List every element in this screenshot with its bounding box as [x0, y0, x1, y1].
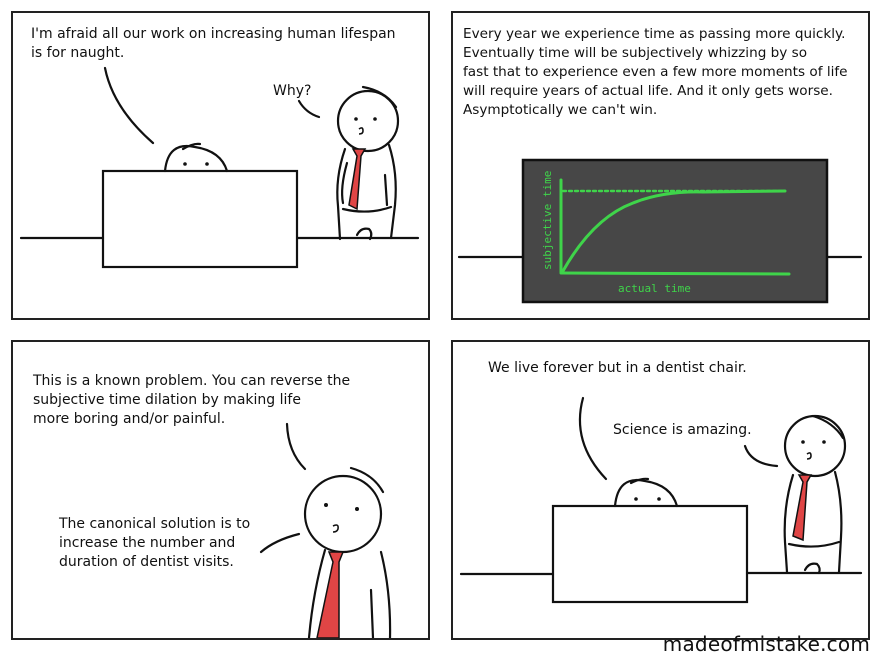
curve — [561, 189, 787, 273]
comic-panel-3: This is a known problem. You can reverse… — [11, 340, 430, 640]
man-body — [336, 147, 347, 241]
panel-1-reply-caption: Why? — [273, 83, 312, 99]
red-tie — [792, 474, 813, 542]
head-behind-desk — [163, 144, 229, 173]
x-axis — [559, 271, 791, 276]
comic-panel-2: Every year we experience time as passing… — [451, 11, 870, 320]
panel-4-caption: We live forever but in a dentist chair. — [488, 360, 747, 376]
man-head — [303, 474, 383, 554]
panel-3-second-caption: The canonical solution is to increase th… — [59, 516, 251, 570]
speech-line — [259, 532, 301, 554]
chalk-graph — [559, 178, 791, 276]
speech-line — [297, 99, 321, 119]
man-body — [783, 473, 795, 574]
red-tie — [316, 551, 345, 638]
chalkboard — [521, 158, 829, 304]
man-head — [783, 414, 847, 478]
x-axis-label: actual time — [618, 282, 691, 295]
comic-panel-1: I'm afraid all our work on increasing hu… — [11, 11, 430, 320]
speech-line — [743, 444, 779, 468]
speech-line — [103, 66, 155, 145]
desk — [101, 169, 299, 269]
panel-4-reply-caption: Science is amazing. — [613, 422, 752, 438]
panel-1-art — [19, 66, 420, 269]
man-body — [307, 548, 327, 638]
panel-2-art: subjective time actual time — [457, 158, 863, 304]
y-axis-label: subjective time — [541, 171, 554, 270]
panel-2-caption: Every year we experience time as passing… — [463, 26, 848, 118]
site-credit: madeofmistake.com — [662, 632, 870, 656]
head-behind-desk — [613, 478, 679, 508]
desk — [551, 504, 749, 604]
man-head — [336, 89, 400, 153]
red-tie — [348, 148, 367, 211]
panel-3-art — [259, 422, 392, 638]
panel-3-caption: This is a known problem. You can reverse… — [33, 373, 351, 427]
panel-1-caption: I'm afraid all our work on increasing hu… — [31, 26, 396, 61]
comic-panel-4: We live forever but in a dentist chair. … — [451, 340, 870, 640]
floor-line — [459, 571, 863, 576]
speech-line — [285, 422, 307, 471]
panel-4-art — [459, 396, 863, 604]
speech-line — [578, 396, 608, 481]
